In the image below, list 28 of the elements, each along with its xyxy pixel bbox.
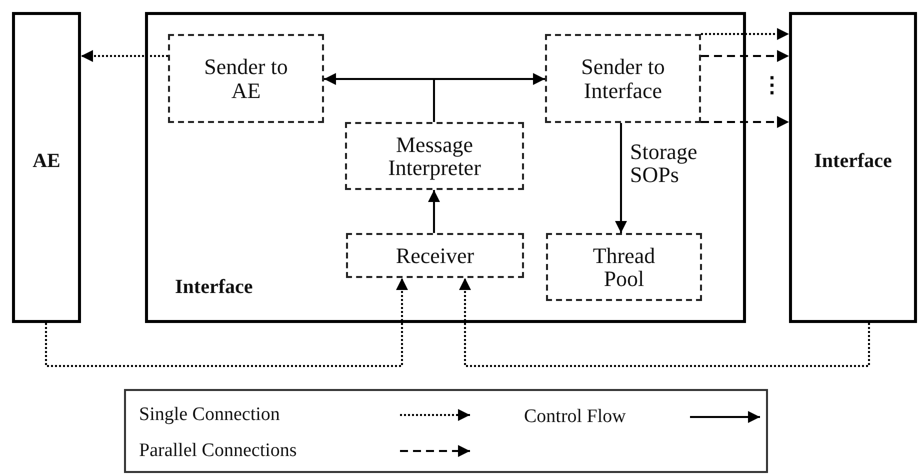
- arrow: [45, 278, 408, 367]
- arrow: [701, 50, 789, 62]
- process-box: [546, 233, 702, 301]
- process-box: [346, 233, 524, 278]
- box-label: Sender to Interface: [580, 55, 666, 102]
- block-label: Interface: [175, 277, 253, 298]
- legend-label: Parallel Connections: [139, 441, 297, 460]
- process-box: [345, 122, 524, 190]
- box-label: Message Interpreter: [387, 132, 482, 180]
- arrow: [459, 278, 870, 367]
- arrow: [615, 123, 627, 233]
- arrow: [81, 50, 168, 62]
- legend-label: Control Flow: [524, 407, 626, 426]
- arrow: [428, 190, 440, 233]
- box-label: Thread Pool: [592, 244, 656, 290]
- block-label: AE: [32, 151, 62, 172]
- system-block: [789, 12, 917, 323]
- block-label: Interface: [813, 151, 893, 172]
- legend-label: Single Connection: [139, 405, 280, 424]
- box-label: Receiver: [396, 244, 474, 268]
- arrow: [433, 73, 545, 122]
- process-box: [168, 34, 324, 123]
- arrow: [701, 116, 789, 128]
- process-box: [545, 34, 701, 123]
- arrow: [701, 28, 789, 40]
- ellipsis-mark: ⋮: [761, 74, 783, 96]
- system-block: [12, 12, 81, 323]
- box-label: Sender to AE: [203, 55, 289, 102]
